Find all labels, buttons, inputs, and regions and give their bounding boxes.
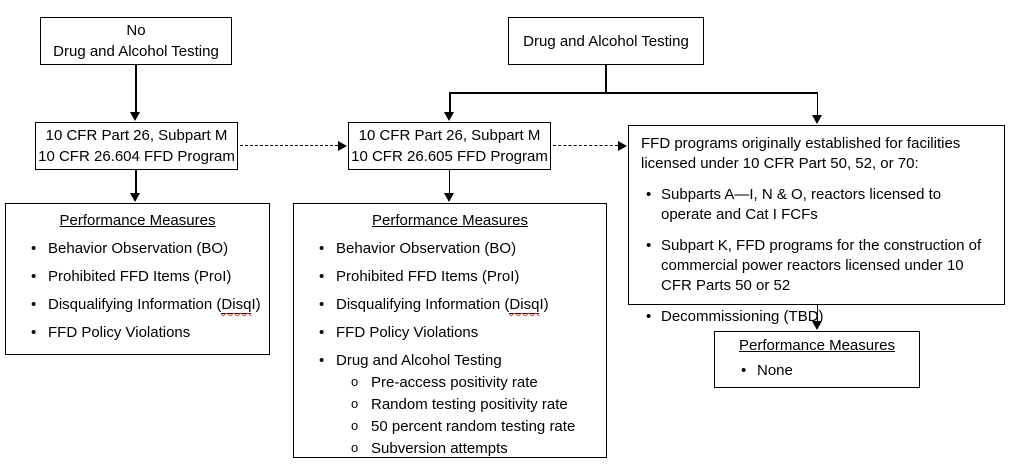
ffd-programs-intro: FFD programs originally established for … [641, 135, 961, 172]
spellcheck-underlined-word: Disq [509, 296, 540, 314]
perf-right-bullet-list: None [715, 361, 919, 380]
perf-left-title: Performance Measures [59, 212, 216, 229]
bullet-item: Subpart K, FFD programs for the construc… [646, 236, 992, 296]
bullet-item: Subparts A—I, N & O, reactors licensed t… [646, 185, 992, 225]
arrowhead-into-604 [130, 112, 140, 121]
sub-bullet-item: Subversion attempts [351, 438, 602, 458]
arrowhead-into-605 [444, 112, 454, 121]
connector-ffd-down [816, 305, 818, 322]
ffd-programs-body: FFD programs originally established for … [629, 126, 1004, 327]
box-program-26-605: 10 CFR Part 26, Subpart M 10 CFR 26.605 … [348, 122, 551, 170]
arrowhead-into-ffd-programs [812, 115, 822, 124]
arrowhead-dashed-into-ffd [618, 140, 627, 151]
bullet-item: None [741, 361, 915, 380]
connector-branch-left-drop [449, 92, 451, 113]
connector-branch-right-drop [816, 92, 818, 116]
bullet-item: Disqualifying Information (DisqI) [319, 295, 602, 314]
box-program-26-604-line1: 10 CFR Part 26, Subpart M [45, 127, 228, 144]
box-ffd-programs-existing: FFD programs originally established for … [628, 125, 1005, 327]
arrowhead-dashed-into-605 [338, 140, 347, 151]
spellcheck-underlined-word: Disq [221, 296, 252, 314]
box-program-26-605-line1: 10 CFR Part 26, Subpart M [358, 127, 541, 144]
perf-left-bullet-list: Behavior Observation (BO) Prohibited FFD … [6, 239, 269, 342]
connector-testing-branch [449, 92, 818, 94]
perf-mid-title: Performance Measures [372, 212, 528, 229]
bullet-item: FFD Policy Violations [31, 323, 265, 342]
box-program-26-604: 10 CFR Part 26, Subpart M 10 CFR 26.604 … [35, 122, 238, 170]
dashed-connector-604-to-605 [240, 145, 338, 146]
box-drug-alcohol-testing: Drug and Alcohol Testing [508, 17, 704, 65]
bullet-item: Behavior Observation (BO) [31, 239, 265, 258]
box-performance-measures-605: Performance Measures Behavior Observatio… [293, 203, 607, 458]
box-drug-alcohol-testing-label: Drug and Alcohol Testing [523, 32, 689, 50]
perf-mid-bullet-list: Behavior Observation (BO) Prohibited FFD … [294, 239, 606, 458]
bullet-item: Prohibited FFD Items (ProI) [319, 267, 602, 286]
box-program-26-605-line2: 10 CFR 26.605 FFD Program [351, 148, 548, 165]
connector-604-down [135, 170, 137, 194]
bullet-item: Drug and Alcohol TestingPre-access posit… [319, 351, 602, 458]
sub-bullet-item: Random testing positivity rate [351, 394, 602, 414]
ffd-programs-bullet-list: Subparts A—I, N & O, reactors licensed t… [641, 185, 996, 327]
bullet-item: Behavior Observation (BO) [319, 239, 602, 258]
connector-605-down [448, 170, 450, 194]
connector-testing-stem [605, 65, 607, 93]
perf-right-title: Performance Measures [739, 337, 895, 354]
box-performance-measures-existing: Performance Measures None [714, 331, 920, 388]
arrowhead-into-perf-mid [443, 193, 454, 202]
sub-bullet-item: 50 percent random testing rate [351, 416, 602, 436]
box-performance-measures-604: Performance Measures Behavior Observatio… [5, 203, 270, 355]
box-no-drug-alcohol-testing-line2: Drug and Alcohol Testing [53, 43, 219, 60]
bullet-item: Prohibited FFD Items (ProI) [31, 267, 265, 286]
box-program-26-604-line2: 10 CFR 26.604 FFD Program [38, 148, 235, 165]
sub-bullet-list: Pre-access positivity rateRandom testing… [336, 372, 602, 458]
sub-bullet-item: Pre-access positivity rate [351, 372, 602, 392]
bullet-item-label: Drug and Alcohol Testing [336, 352, 502, 369]
bullet-item: FFD Policy Violations [319, 323, 602, 342]
bullet-item: Disqualifying Information (DisqI) [31, 295, 265, 314]
box-no-drug-alcohol-testing-line1: No [126, 22, 146, 39]
arrowhead-into-perf-right [812, 321, 822, 330]
dashed-connector-605-to-ffd [553, 145, 618, 146]
box-no-drug-alcohol-testing: No Drug and Alcohol Testing [40, 17, 232, 65]
connector-no-testing-down [135, 65, 137, 113]
bullet-item: Decommissioning (TBD) [646, 307, 992, 327]
arrowhead-into-perf-left [130, 193, 140, 202]
